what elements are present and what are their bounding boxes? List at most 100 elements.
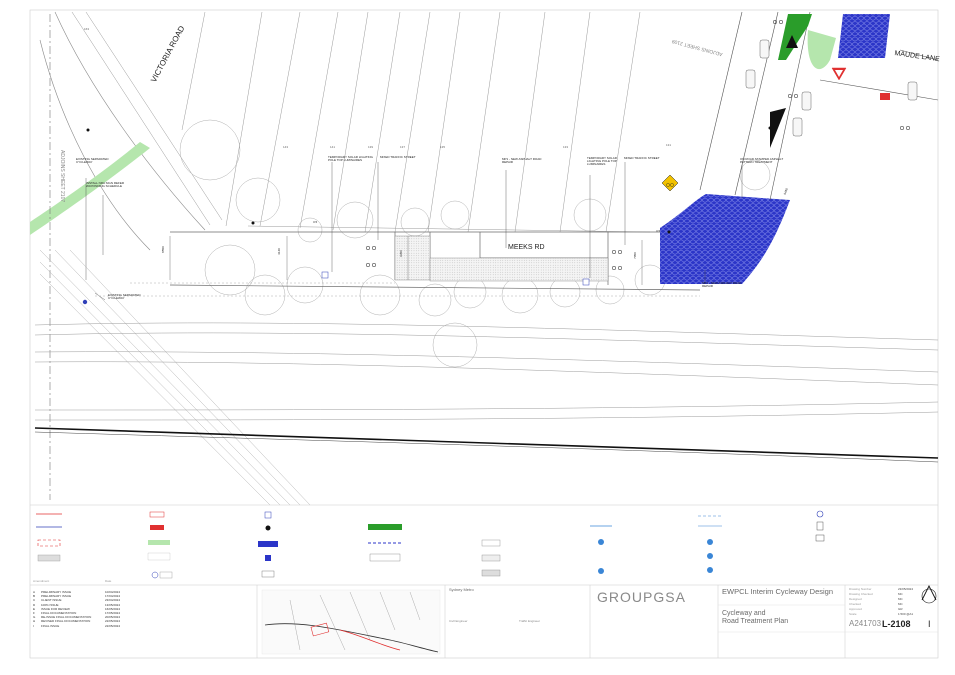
sheet-border bbox=[29, 9, 939, 659]
lot-number: 133 bbox=[563, 145, 569, 149]
note-asphalt-repair-1: MP1 - NEW ASPHALT ROAD REPAIR bbox=[502, 157, 542, 164]
revision-description: RE-ISSUE FINAL DOCUMENTATION bbox=[41, 615, 92, 620]
meta-value: GR bbox=[898, 607, 903, 611]
table-row: H REVISED FINAL DOCUMENTATION 22/05/2024 bbox=[33, 619, 120, 624]
revision-date: 17/05/2024 bbox=[105, 611, 121, 615]
revision-date: 10/04/2024 bbox=[105, 590, 121, 594]
table-row: E ISSUE FOR REVIEW 16/05/2024 bbox=[33, 606, 120, 611]
revision-code: I bbox=[33, 623, 34, 628]
revision-date: 13/05/2024 bbox=[105, 602, 121, 607]
revision-description: FINAL DOCUMENTATION bbox=[41, 611, 77, 615]
rail-line-heavy bbox=[34, 427, 939, 459]
revision-description: PRELIMINARY ISSUE bbox=[41, 594, 72, 599]
table-row: G RE-ISSUE FINAL DOCUMENTATION 20/05/2024 bbox=[33, 615, 120, 620]
meeks-rd-label: MEEKS RD bbox=[508, 244, 545, 251]
revision-date: 20/05/2024 bbox=[105, 615, 121, 620]
company-logo: GROUPGSA bbox=[597, 589, 686, 605]
revision-date: 22/05/2024 bbox=[105, 619, 121, 624]
note-temp-lighting-1: TEMPORARY SOLAR LIGHTING POLE TOP LUMINA… bbox=[328, 155, 373, 162]
lot-number: 139 bbox=[368, 145, 374, 149]
lot-boundaries bbox=[71, 11, 651, 233]
meta-label: Designed bbox=[849, 597, 862, 601]
note-temp-lighting-2: TEMPORARY SOLAR LIGHTING POLE TOP LUMINA… bbox=[587, 156, 617, 166]
cyclist-icon bbox=[365, 19, 911, 271]
lot-number: 135 bbox=[440, 145, 446, 149]
dimension-label: 8550 bbox=[160, 246, 165, 253]
revision-code: F bbox=[33, 611, 35, 615]
black-marker-1 bbox=[786, 35, 798, 48]
black-marker-2 bbox=[770, 108, 786, 148]
revision-code: B bbox=[33, 594, 36, 599]
meta-value: 23/05/2024 bbox=[898, 587, 914, 591]
parked-cars bbox=[745, 39, 918, 137]
client-label: Sydney Metro bbox=[449, 587, 474, 592]
traffic-engineer-label: Traffic Engineer bbox=[519, 619, 541, 623]
lot-number: 143 bbox=[283, 145, 289, 149]
meta-label: Drawing Checked bbox=[849, 592, 873, 596]
meta-value: MC bbox=[898, 597, 903, 601]
revision-date: 17/04/2024 bbox=[105, 594, 121, 599]
table-row: F FINAL DOCUMENTATION 17/05/2024 bbox=[33, 611, 120, 615]
project-name: EWPCL Interim Cycleway Design bbox=[722, 587, 834, 596]
table-row: B PRELIMINARY ISSUE 17/04/2024 bbox=[33, 594, 120, 599]
revision-code: C bbox=[33, 598, 36, 603]
light-pole-icon bbox=[82, 126, 772, 305]
revision-description: CLIENT ISSUE bbox=[41, 598, 62, 603]
stamped-asphalt-west bbox=[394, 235, 431, 281]
revision-code: H bbox=[33, 619, 36, 624]
note-existing-cycleway-1: EXISTING SEPARATED CYCLEWAY bbox=[76, 157, 109, 164]
meta-value: MC bbox=[898, 592, 903, 596]
revision-code: D bbox=[33, 602, 36, 607]
revision-description: 100% ISSUE bbox=[41, 602, 59, 607]
green-buffer-top bbox=[807, 30, 836, 70]
lot-number: 141 bbox=[330, 145, 336, 149]
dimension-label: 4140 bbox=[276, 248, 281, 255]
note-mixed-traffic-1: MIXED TRAFFIC STREET bbox=[380, 155, 416, 159]
note-asphalt-repair-2: MP1 - NEW ASPHALT ROAD REPAIR bbox=[702, 281, 742, 288]
asphalt-repair-area-south bbox=[660, 194, 790, 284]
green-bike-lane-top bbox=[778, 14, 812, 60]
maude-lane-edges bbox=[699, 11, 939, 201]
legend-swatches bbox=[36, 510, 825, 579]
dimension-label: 9350 bbox=[398, 250, 403, 257]
revision-code: E bbox=[33, 606, 36, 611]
note-stamped-asphalt: ON ROAD STAMPED ASPHALT PATTERN TREATMEN… bbox=[740, 157, 784, 164]
meta-label: Scale bbox=[849, 612, 857, 616]
dimension-label: 7050 bbox=[632, 252, 637, 259]
rail-corridor-diagonals bbox=[39, 249, 311, 506]
drawing-title-line-1: Cycleway and bbox=[722, 610, 766, 617]
note-install-sign: INSTALL NRA SIGN REFER WAYFINDING SCHEDU… bbox=[86, 181, 125, 188]
green-cycleway-buffer bbox=[30, 142, 150, 235]
dimension-label: 3.5 bbox=[313, 220, 318, 224]
key-map bbox=[261, 589, 441, 655]
drawing-number: L-2108 bbox=[882, 619, 911, 629]
meta-label: Checked bbox=[849, 602, 861, 606]
meta-label: Drawing Number bbox=[849, 587, 872, 591]
note-mixed-traffic-2: MIXED TRAFFIC STREET bbox=[624, 156, 660, 160]
meta-label: Approved bbox=[849, 607, 862, 611]
note-existing-cycleway-2: EXISTING SEPARATED CYCLEWAY bbox=[108, 293, 141, 300]
lot-number: 131 bbox=[666, 143, 672, 147]
lot-number: 137 bbox=[400, 145, 406, 149]
revision-description: ISSUE FOR REVIEW bbox=[41, 606, 70, 611]
adjoins-sheet-left: ADJOINS SHEET 2107 bbox=[59, 150, 65, 203]
revision-code: G bbox=[33, 615, 36, 620]
revision-description: FINAL ISSUE bbox=[41, 623, 60, 628]
north-arrow-icon bbox=[921, 584, 937, 604]
revision-code: A bbox=[33, 590, 36, 594]
lot-number: 163 bbox=[84, 27, 90, 31]
project-number: A241703 bbox=[849, 619, 882, 628]
table-row: C CLIENT ISSUE 23/04/2024 bbox=[33, 598, 120, 603]
revision-date: 16/05/2024 bbox=[105, 606, 121, 611]
warning-bike-sign-icon bbox=[661, 174, 679, 192]
meta-value: 1:500 @A1 bbox=[898, 612, 914, 616]
revision-description: REVISED FINAL DOCUMENTATION bbox=[41, 619, 91, 624]
revision-date: 23/04/2024 bbox=[105, 598, 121, 603]
civil-engineer-label: Civil Engineer bbox=[449, 619, 468, 623]
stamped-asphalt-strip bbox=[429, 257, 609, 282]
rail-corridor-lines bbox=[34, 322, 939, 421]
